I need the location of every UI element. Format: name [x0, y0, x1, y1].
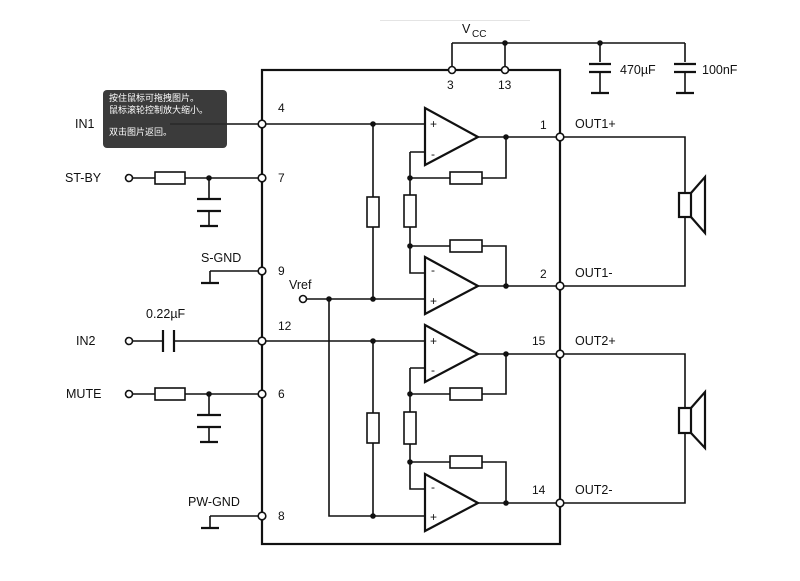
feedback-ch1: [403, 134, 509, 289]
out2p-label: OUT2+: [575, 334, 616, 348]
in2-network: [124, 330, 425, 352]
pwgnd-label: PW-GND: [188, 495, 240, 509]
capacitor-100nf: [674, 62, 696, 95]
cap-100-label: 100nF: [702, 63, 738, 77]
opamp-1a-plus: +: [430, 117, 437, 131]
vref-label: Vref: [289, 278, 312, 292]
mute-label: MUTE: [66, 387, 101, 401]
pin-12: 12: [278, 319, 292, 333]
opamp-2a: [423, 323, 560, 384]
opamp-2b-minus: -: [431, 480, 435, 494]
tooltip-line-zoom: 鼠标滚轮控制放大缩小。: [109, 106, 209, 116]
speaker-2-icon: [564, 353, 707, 504]
pwgnd-wire: [201, 511, 267, 530]
speaker-1-icon: [564, 136, 707, 287]
pin-4: 4: [278, 101, 285, 115]
top-divider: [380, 20, 530, 21]
pin-6: 6: [278, 387, 285, 401]
vcc-label: V: [462, 22, 471, 36]
pin-3: 3: [447, 78, 454, 92]
pin-2: 2: [540, 267, 547, 281]
vcc-rail: [447, 40, 686, 75]
opamp-2b-plus: +: [430, 510, 437, 524]
tooltip-line-return: 双击图片返回。: [109, 128, 173, 138]
ic-body: [260, 68, 562, 546]
in2-label: IN2: [76, 334, 96, 348]
capacitor-470uf: [589, 62, 611, 95]
pin-14: 14: [532, 483, 546, 497]
stby-network: [124, 171, 267, 228]
mute-network: [124, 387, 267, 444]
out2m-label: OUT2-: [575, 483, 613, 497]
pin-7: 7: [278, 171, 285, 185]
in1-label: IN1: [75, 117, 95, 131]
opamp-2a-plus: +: [430, 334, 437, 348]
tooltip-line-drag: 按住鼠标可拖拽图片。: [109, 94, 200, 104]
opamp-1b: [423, 255, 560, 316]
vcc-subscript: CC: [472, 29, 486, 40]
pin-8: 8: [278, 509, 285, 523]
out1p-label: OUT1+: [575, 117, 616, 131]
opamp-2b: [423, 472, 560, 533]
vref-network: [298, 121, 425, 519]
output-pins: [555, 132, 565, 508]
image-viewer-tooltip: 按住鼠标可拖拽图片。 鼠标滚轮控制放大缩小。 双击图片返回。: [103, 90, 227, 148]
opamp-1b-plus: +: [430, 294, 437, 308]
cap-470-label: 470µF: [620, 63, 656, 77]
opamp-1a-minus: -: [431, 147, 435, 161]
opamp-1a: [423, 106, 560, 167]
out1m-label: OUT1-: [575, 266, 613, 280]
sgnd-wire: [201, 266, 267, 285]
opamp-2a-minus: -: [431, 363, 435, 377]
cap-022-label: 0.22µF: [146, 307, 186, 321]
pin-15: 15: [532, 334, 546, 348]
pin-13: 13: [498, 78, 512, 92]
pin-1: 1: [540, 118, 547, 132]
opamp-1b-minus: -: [431, 263, 435, 277]
pin-9: 9: [278, 264, 285, 278]
feedback-ch2: [403, 351, 509, 506]
stby-label: ST-BY: [65, 171, 102, 185]
sgnd-label: S-GND: [201, 251, 241, 265]
